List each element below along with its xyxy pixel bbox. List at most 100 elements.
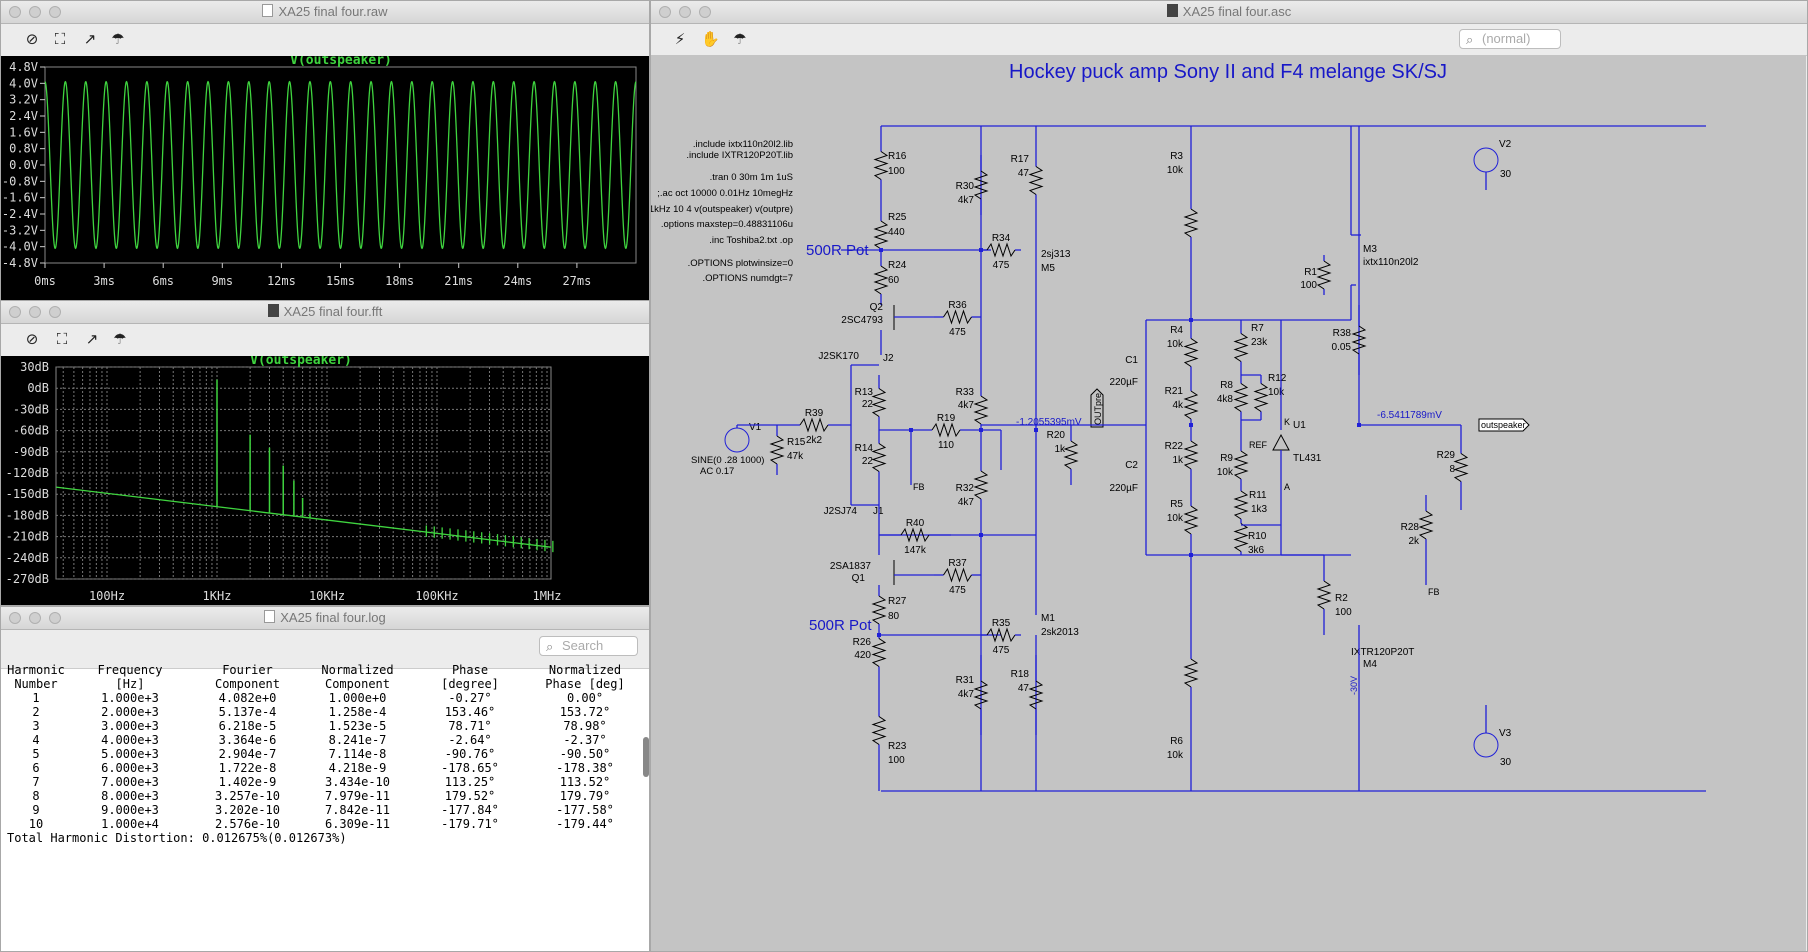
fft-window-titlebar[interactable]: XA25 final four.fft <box>1 301 649 324</box>
component-value: 100 <box>1335 607 1352 618</box>
resistor-symbol <box>973 680 989 710</box>
zener-symbol <box>1272 433 1290 451</box>
component-value: 475 <box>993 645 1010 656</box>
component-value: 4k7 <box>958 497 975 508</box>
table-cell: 4.082e+0 <box>218 691 277 705</box>
table-cell: 7.842e-11 <box>324 803 391 817</box>
scrollbar[interactable] <box>643 737 649 777</box>
x-tick-label: 1KHz <box>203 589 232 603</box>
component-ref: R11 <box>1249 490 1267 501</box>
minimize-button[interactable] <box>29 612 41 624</box>
component-ref: R14 <box>855 443 874 454</box>
table-cell: 3 <box>32 719 40 733</box>
fft-spectrum-chart[interactable]: V(outspeaker)30dB0dB-30dB-60dB-90dB-120d… <box>1 353 650 606</box>
halt-icon[interactable]: ✋ <box>701 31 720 48</box>
column-header-sub: [Hz] <box>115 677 145 691</box>
plot-title: V(outspeaker) <box>290 56 392 68</box>
run-icon[interactable]: ⚡ <box>674 31 686 48</box>
resistor-symbol <box>943 309 972 325</box>
table-cell: 10 <box>28 817 44 831</box>
x-tick-label: 12ms <box>267 274 296 288</box>
y-tick-label: -240dB <box>6 551 49 565</box>
schematic-window[interactable]: XA25 final four.asc ⚡ ✋ ☂ ⌕ (normal) Hoc… <box>650 0 1808 952</box>
zoom-button[interactable] <box>699 6 711 18</box>
component-ref: R39 <box>805 408 824 419</box>
raw-plot-window[interactable]: XA25 final four.raw ⊘ ⛶ ↗ ☂ V(outspeaker… <box>0 0 650 302</box>
net-flag-outspeaker <box>1478 418 1530 432</box>
y-tick-label: 3.2V <box>9 93 38 107</box>
component-value: 10k <box>1167 513 1184 524</box>
close-button[interactable] <box>9 6 21 18</box>
table-cell: 1.000e+0 <box>328 691 387 705</box>
resistor-symbol <box>769 435 785 465</box>
component-ref: R7 <box>1251 323 1264 334</box>
resistor-symbol <box>873 151 889 180</box>
circuit-schematic[interactable]: Hockey puck amp Sony II and F4 melange S… <box>651 55 1806 952</box>
close-button[interactable] <box>9 306 21 318</box>
minimize-button[interactable] <box>679 6 691 18</box>
window-title: XA25 final four.asc <box>1182 4 1292 19</box>
y-tick-label: -1.6V <box>2 191 38 205</box>
zoom-extents-icon[interactable]: ⛶ <box>54 31 66 48</box>
zoom-cancel-icon[interactable]: ⊘ <box>25 31 39 48</box>
column-header: Normalized <box>321 663 394 677</box>
component-value: 47 <box>1018 683 1030 694</box>
component-ref: R8 <box>1220 380 1233 391</box>
minimize-button[interactable] <box>29 6 41 18</box>
close-button[interactable] <box>659 6 671 18</box>
component-value: 10k <box>1217 467 1234 478</box>
zoom-button[interactable] <box>49 306 61 318</box>
log-search-input[interactable]: ⌕ Search <box>539 636 638 656</box>
resistor-symbol <box>873 265 889 295</box>
table-cell: 2.000e+3 <box>101 705 159 719</box>
component-value: 475 <box>949 327 966 338</box>
probe-icon[interactable]: ☂ <box>111 31 125 48</box>
component-value: 3k6 <box>1248 545 1265 556</box>
component-value: 10k <box>1167 339 1184 350</box>
component-ref: R4 <box>1170 325 1183 336</box>
component-ref: R25 <box>888 212 907 223</box>
schematic-heading: Hockey puck amp Sony II and F4 melange S… <box>1009 61 1447 83</box>
component-value: ixtx110n20l2 <box>1363 257 1419 268</box>
resistor-symbol <box>1183 658 1199 688</box>
resistor-symbol <box>973 470 989 500</box>
log-window-titlebar[interactable]: XA25 final four.log <box>1 607 649 630</box>
zoom-extents-icon[interactable]: ⛶ <box>56 331 68 348</box>
component-ref: R5 <box>1170 499 1183 510</box>
junction-dot <box>979 428 983 432</box>
raw-window-titlebar[interactable]: XA25 final four.raw <box>1 1 649 24</box>
column-header: Normalized <box>548 663 622 677</box>
schematic-search-input[interactable]: ⌕ (normal) <box>1459 29 1561 49</box>
autorange-icon[interactable]: ↗ <box>85 331 99 348</box>
component-value: 4k <box>1172 400 1184 411</box>
column-header: Harmonic <box>7 663 65 677</box>
component-ref: R28 <box>1401 522 1420 533</box>
component-value: 30 <box>1500 169 1512 180</box>
table-cell: 7.000e+3 <box>101 775 159 789</box>
schematic-canvas[interactable]: Hockey puck amp Sony II and F4 melange S… <box>651 55 1806 952</box>
x-tick-label: 9ms <box>211 274 233 288</box>
probe-icon[interactable]: ☂ <box>733 31 747 48</box>
component-ref: M1 <box>1041 613 1055 624</box>
component-ref: M5 <box>1041 263 1055 274</box>
table-cell: -178.65° <box>441 761 499 775</box>
tl431-ref: REF <box>1249 440 1268 450</box>
autorange-icon[interactable]: ↗ <box>83 31 97 48</box>
probe-icon[interactable]: ☂ <box>113 331 127 348</box>
component-ref: R20 <box>1047 430 1066 441</box>
resistor-symbol <box>873 220 889 250</box>
zoom-button[interactable] <box>49 6 61 18</box>
zoom-button[interactable] <box>49 612 61 624</box>
minimize-button[interactable] <box>29 306 41 318</box>
component-ref: Q2 <box>870 302 884 313</box>
zoom-cancel-icon[interactable]: ⊘ <box>25 331 39 348</box>
schematic-window-titlebar[interactable]: XA25 final four.asc <box>651 1 1807 24</box>
fft-plot-window[interactable]: XA25 final four.fft ⊘ ⛶ ↗ ☂ V(outspeaker… <box>0 300 650 606</box>
close-button[interactable] <box>9 612 21 624</box>
resistor-symbol <box>871 638 887 667</box>
raw-waveform-chart[interactable]: V(outspeaker)4.8V4.0V3.2V2.4V1.6V0.8V0.0… <box>1 53 650 302</box>
tl431-k: K <box>1284 417 1290 427</box>
